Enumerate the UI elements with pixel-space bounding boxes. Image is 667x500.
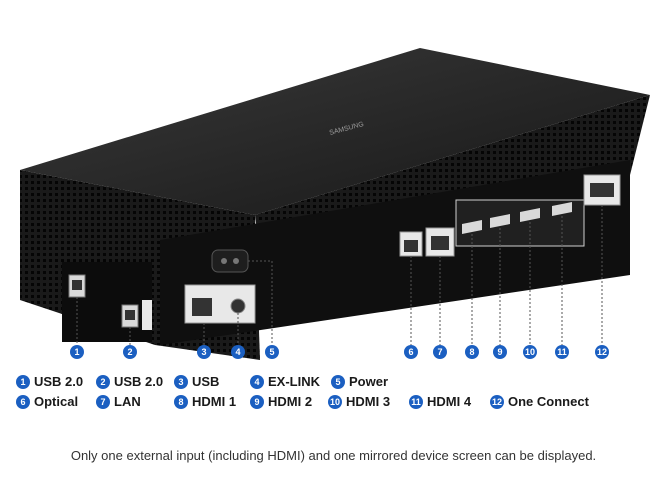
legend-number: 10 (328, 394, 342, 409)
legend-item: 2 USB 2.0 (96, 374, 163, 389)
callout-badge-3: 3 (197, 345, 211, 359)
legend-number: 12 (490, 394, 504, 409)
usb-port-1-inner (72, 280, 82, 290)
callout-badge-1: 1 (70, 345, 84, 359)
callout-badge-11: 11 (555, 345, 569, 359)
power-pin-1 (221, 258, 227, 264)
legend-item: 6 Optical (16, 394, 78, 409)
callout-badge-2: 2 (123, 345, 137, 359)
callout-lines (76, 205, 603, 345)
legend-item: 8 HDMI 1 (174, 394, 236, 409)
legend-label: USB 2.0 (34, 374, 84, 389)
legend-item: 10 HDMI 3 (328, 394, 390, 409)
legend-item: 7 LAN (96, 394, 141, 409)
hdmi-port-3 (520, 208, 540, 222)
legend-label: USB 2.0 (114, 374, 164, 389)
legend-number: 2 (96, 374, 110, 389)
legend-number: 1 (16, 374, 30, 389)
hdmi-port-4 (552, 202, 572, 216)
callout-badge-12: 12 (595, 345, 609, 359)
power-pin-2 (233, 258, 239, 264)
usb-port-2-inner (125, 310, 135, 320)
callout-badge-5: 5 (265, 345, 279, 359)
legend-label: Power (349, 374, 389, 389)
label-sticker (142, 300, 152, 330)
legend-number: 7 (96, 394, 110, 409)
legend-number: 6 (16, 394, 30, 409)
usb-b-port (192, 298, 212, 316)
callout-badge-8: 8 (465, 345, 479, 359)
legend-item: 9 HDMI 2 (250, 394, 312, 409)
legend-label: HDMI 2 (268, 394, 313, 409)
callout-badge-10: 10 (523, 345, 537, 359)
legend-label: One Connect (508, 394, 589, 409)
legend-item: 1 USB 2.0 (16, 374, 83, 389)
callout-badge-4: 4 (231, 345, 245, 359)
callout-badge-6: 6 (404, 345, 418, 359)
optical-port (404, 240, 418, 252)
legend-number: 3 (174, 374, 188, 389)
legend-label: HDMI 3 (346, 394, 391, 409)
hdmi-port-2 (490, 214, 510, 228)
hdmi-port-1 (462, 220, 482, 234)
callout-badge-7: 7 (433, 345, 447, 359)
legend-number: 9 (250, 394, 264, 409)
footnote: Only one external input (including HDMI)… (70, 448, 597, 463)
legend-label: EX-LINK (268, 374, 320, 389)
legend-item: 4 EX-LINK (250, 374, 320, 389)
legend-item: 11 HDMI 4 (409, 394, 471, 409)
legend-item: 12 One Connect (490, 394, 589, 409)
legend-label: USB (192, 374, 220, 389)
legend-label: Optical (34, 394, 79, 409)
legend-label: HDMI 1 (192, 394, 237, 409)
callout-badge-9: 9 (493, 345, 507, 359)
one-connect-box-illustration: SAMSUNG (20, 48, 650, 360)
legend-item: 3 USB (174, 374, 219, 389)
left-port-strip (62, 262, 152, 342)
legend-number: 4 (250, 374, 264, 389)
legend-label: HDMI 4 (427, 394, 472, 409)
power-socket (211, 249, 249, 273)
box-top (20, 48, 650, 215)
ex-link-port (230, 298, 246, 314)
legend-number: 5 (331, 374, 345, 389)
lan-port (431, 236, 449, 250)
legend-label: LAN (114, 394, 141, 409)
legend-number: 8 (174, 394, 188, 409)
one-connect-port (590, 183, 614, 197)
legend-number: 11 (409, 394, 423, 409)
legend-item: 5 Power (331, 374, 388, 389)
